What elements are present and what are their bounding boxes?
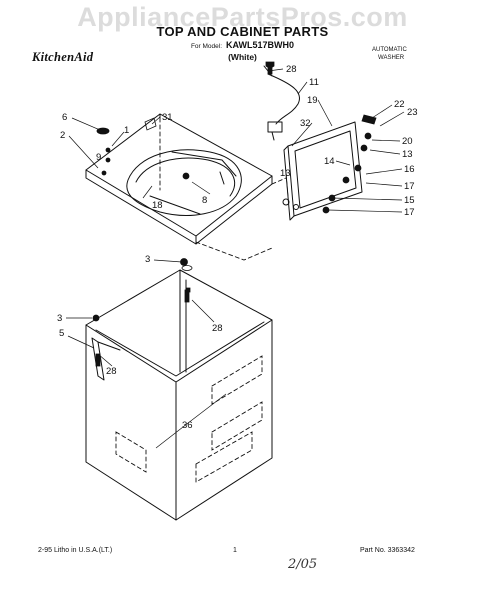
brand-logo: KitchenAid (32, 50, 94, 64)
callout-8: 8 (202, 195, 207, 206)
callout-14: 14 (324, 156, 335, 167)
callout-3b: 3 (57, 313, 62, 324)
model-number: KAWL517BWH0 (226, 40, 295, 50)
callout-1: 1 (124, 125, 129, 136)
callout-13b: 13 (280, 168, 291, 179)
callout-labels: 28 11 19 22 23 32 20 13 14 16 13 17 15 1… (57, 64, 418, 431)
washer-type-line1: AUTOMATIC (372, 47, 407, 53)
callout-19: 19 (307, 95, 318, 106)
page-title: TOP AND CABINET PARTS (156, 24, 329, 39)
top-panel (85, 113, 273, 245)
callout-20: 20 (402, 136, 413, 147)
model-color: (White) (228, 52, 257, 62)
callout-22: 22 (394, 99, 405, 110)
callout-17b: 17 (404, 207, 415, 218)
callout-3a: 3 (145, 254, 150, 265)
footer-litho: 2-95 Litho in U.S.A.(LT.) (38, 547, 113, 554)
callout-9: 9 (96, 152, 101, 163)
callout-11: 11 (309, 77, 319, 88)
callout-16: 16 (404, 164, 415, 175)
model-label: For Model: (190, 43, 223, 50)
lid (282, 121, 363, 221)
callout-5: 5 (59, 328, 64, 339)
callout-28b: 28 (212, 323, 223, 334)
callout-31: 31 (162, 112, 173, 123)
callout-32: 32 (300, 118, 311, 129)
cabinet (85, 269, 273, 521)
callout-13a: 13 (402, 149, 413, 160)
callout-36: 36 (182, 420, 193, 431)
callout-15: 15 (404, 195, 415, 206)
lid-switch-harness (263, 65, 300, 141)
callout-18: 18 (152, 200, 163, 211)
washer-type-line2: WASHER (378, 55, 405, 61)
callout-23: 23 (407, 107, 418, 118)
callout-28a: 28 (286, 64, 297, 75)
watermark-text: AppliancePartsPros.com (77, 2, 408, 32)
model-line: For Model:KAWL517BWH0 (0, 40, 485, 50)
handwritten-note: 2/05 (288, 557, 318, 572)
footer-part-number: Part No. 3363342 (360, 547, 415, 554)
callout-6: 6 (62, 112, 67, 123)
callout-28c: 28 (106, 366, 117, 377)
callout-17a: 17 (404, 181, 415, 192)
footer-page-number: 1 (233, 547, 237, 554)
callout-2: 2 (60, 130, 65, 141)
